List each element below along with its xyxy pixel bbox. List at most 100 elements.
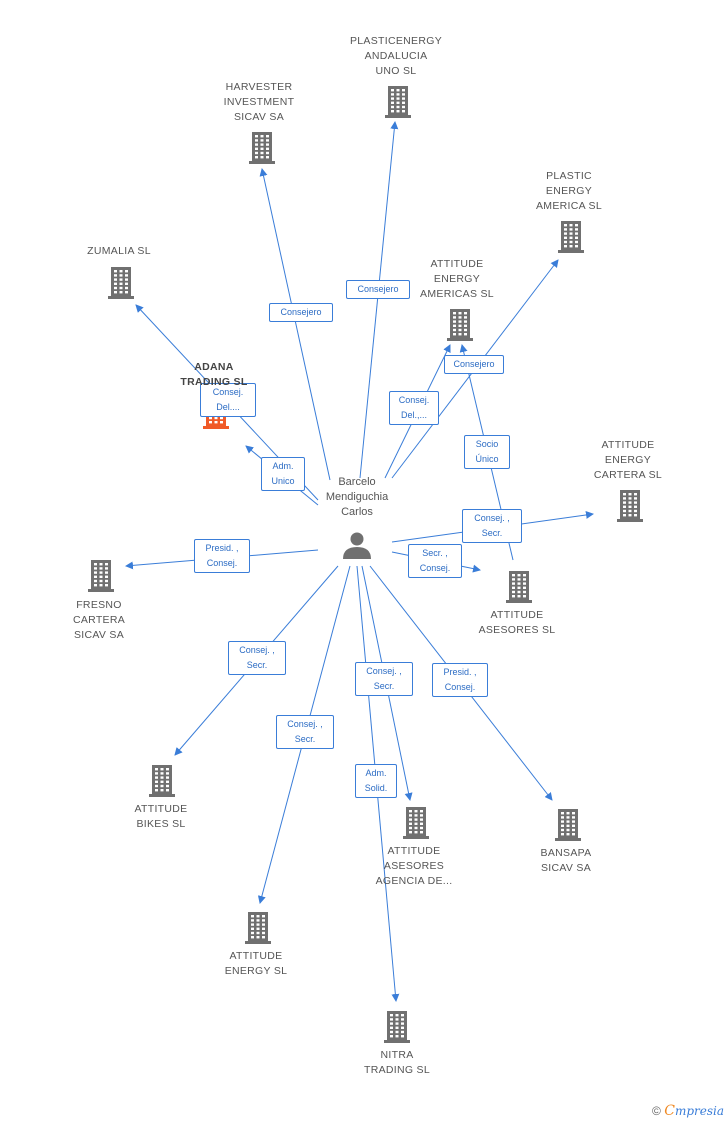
relation-label-line: Secr. xyxy=(373,681,395,691)
building-icon[interactable] xyxy=(149,765,175,797)
relation-label-attitude-asesores[interactable]: Secr. ,Consej. xyxy=(408,544,462,578)
company-label-line: ANDALUCIA xyxy=(364,50,428,62)
company-label-line: ENERGY xyxy=(545,185,593,197)
relation-label-line: Secr. xyxy=(481,528,503,538)
building-icon[interactable] xyxy=(617,490,643,522)
company-label-line: ATTITUDE xyxy=(490,609,544,621)
relation-label-line: Secr. xyxy=(294,734,316,744)
relation-label-line: Consej. , xyxy=(239,645,275,655)
building-icon[interactable] xyxy=(384,1011,410,1043)
relation-label-plastic-energy-america[interactable]: Consejero xyxy=(444,354,504,374)
company-label-line: PLASTIC xyxy=(546,170,592,182)
relation-label-bansapa[interactable]: Presid. , Consej. xyxy=(432,663,488,697)
company-label-bansapa[interactable]: BANSAPA SICAV SA xyxy=(501,846,631,876)
relation-label-line: Adm. xyxy=(272,461,294,471)
company-label-line: CARTERA SL xyxy=(593,469,663,481)
relation-label-attitude-energy-americas[interactable]: Consej. Del.,... xyxy=(389,391,439,425)
company-label-attitude-energy-americas[interactable]: ATTITUDE ENERGY AMERICAS SL xyxy=(392,257,522,302)
relation-label-plasticenergy-andalucia[interactable]: Consejero xyxy=(346,279,410,299)
relation-label-line: Consejero xyxy=(453,358,495,369)
relation-label-attitude-asesores-agencia[interactable]: Consej. , Secr. xyxy=(355,662,413,696)
company-label-line: TRADING SL xyxy=(180,376,248,388)
brand-logo[interactable]: Cmpresia xyxy=(664,1103,724,1119)
relation-label-attitude-energy[interactable]: Consej. , Secr. xyxy=(276,715,334,749)
relation-label-line: Secr. , xyxy=(422,548,448,558)
company-label-attitude-asesores[interactable]: ATTITUDE ASESORES SL xyxy=(452,608,582,638)
person-label-line: Mendiguchia xyxy=(325,491,389,503)
company-label-line: HARVESTER xyxy=(225,81,293,93)
building-icon[interactable] xyxy=(245,912,271,944)
company-label-line: ENERGY xyxy=(604,454,652,466)
person-label-line: Carlos xyxy=(341,506,373,518)
company-label-line: ATTITUDE xyxy=(134,803,188,815)
building-icon[interactable] xyxy=(555,809,581,841)
relation-label-harvester[interactable]: Consejero xyxy=(269,302,333,322)
company-label-line: SICAV SA xyxy=(73,629,125,641)
relation-label-zumalia[interactable]: Consej.Del.... xyxy=(200,383,256,417)
company-label-line: SICAV SA xyxy=(233,111,285,123)
relation-label-line: Presid. , xyxy=(443,667,477,677)
copyright-symbol: © xyxy=(652,1104,661,1118)
company-label-line: AGENCIA DE... xyxy=(375,875,453,887)
building-icon[interactable] xyxy=(506,571,532,603)
company-label-plastic-energy-america[interactable]: PLASTIC ENERGY AMERICA SL xyxy=(504,169,634,214)
relation-label-line: Consej. , xyxy=(474,513,510,523)
relation-label-line: Presid. , xyxy=(205,543,239,553)
company-label-line: UNO SL xyxy=(375,65,417,77)
relation-label-attitude-bikes[interactable]: Consej. ,Secr. xyxy=(228,641,286,675)
company-label-zumalia[interactable]: ZUMALIA SL xyxy=(54,244,184,259)
building-icon[interactable] xyxy=(385,86,411,118)
relation-label-line: Consejero xyxy=(357,283,399,294)
company-label-line: NITRA xyxy=(380,1049,414,1061)
company-label-line: BANSAPA xyxy=(540,847,592,859)
building-icon[interactable] xyxy=(88,560,114,592)
company-label-line: ENERGY SL xyxy=(224,965,288,977)
relation-label-line: Del.,... xyxy=(400,410,427,420)
relation-label-line: Consej. xyxy=(398,395,430,405)
building-icon[interactable] xyxy=(558,221,584,253)
person-label-line: Barcelo xyxy=(338,476,376,488)
company-label-line: ZUMALIA SL xyxy=(87,245,151,257)
company-label-line: ATTITUDE xyxy=(430,258,484,270)
relation-label-line: Consej. , xyxy=(287,719,323,729)
building-icon[interactable] xyxy=(108,267,134,299)
relation-label-adana[interactable]: Adm.Unico xyxy=(261,457,305,491)
company-label-line: ASESORES SL xyxy=(478,624,556,636)
relation-label-line: Del.... xyxy=(216,402,240,412)
building-icon[interactable] xyxy=(447,309,473,341)
relation-label-line: Adm. xyxy=(365,768,387,778)
building-icon[interactable] xyxy=(249,132,275,164)
company-label-line: ENERGY xyxy=(433,273,481,285)
company-label-attitude-asesores-agencia[interactable]: ATTITUDE ASESORES AGENCIA DE... xyxy=(349,844,479,889)
relation-label-attitude-energy-cartera[interactable]: Consej. , Secr. xyxy=(462,509,522,543)
company-label-line: AMERICAS SL xyxy=(420,288,494,300)
company-label-line: BIKES SL xyxy=(136,818,186,830)
company-label-line: ATTITUDE xyxy=(387,845,441,857)
company-label-line: INVESTMENT xyxy=(223,96,295,108)
company-label-line: CARTERA xyxy=(72,614,126,626)
company-label-attitude-bikes[interactable]: ATTITUDE BIKES SL xyxy=(96,802,226,832)
company-label-line: AMERICA SL xyxy=(535,200,603,212)
company-label-line: ASESORES xyxy=(383,860,445,872)
company-label-line: SICAV SA xyxy=(540,862,592,874)
relation-label-line: Solid. xyxy=(364,783,388,793)
company-label-nitra[interactable]: NITRA TRADING SL xyxy=(332,1048,462,1078)
building-icon[interactable] xyxy=(403,807,429,839)
footer-brand: © Cmpresia xyxy=(652,1103,724,1119)
relation-label-line: Socio xyxy=(475,439,499,449)
company-label-line: TRADING SL xyxy=(363,1064,430,1076)
company-label-harvester[interactable]: HARVESTER INVESTMENT SICAV SA xyxy=(194,80,324,125)
relation-label-fresno[interactable]: Presid. ,Consej. xyxy=(194,539,250,573)
company-label-line: ATTITUDE xyxy=(229,950,283,962)
relation-label-line: Consej. xyxy=(444,682,476,692)
company-label-attitude-energy[interactable]: ATTITUDE ENERGY SL xyxy=(191,949,321,979)
relation-label-nitra[interactable]: Adm. Solid. xyxy=(355,764,397,798)
person-icon[interactable] xyxy=(343,532,371,560)
relation-label-line: Consej. , xyxy=(366,666,402,676)
